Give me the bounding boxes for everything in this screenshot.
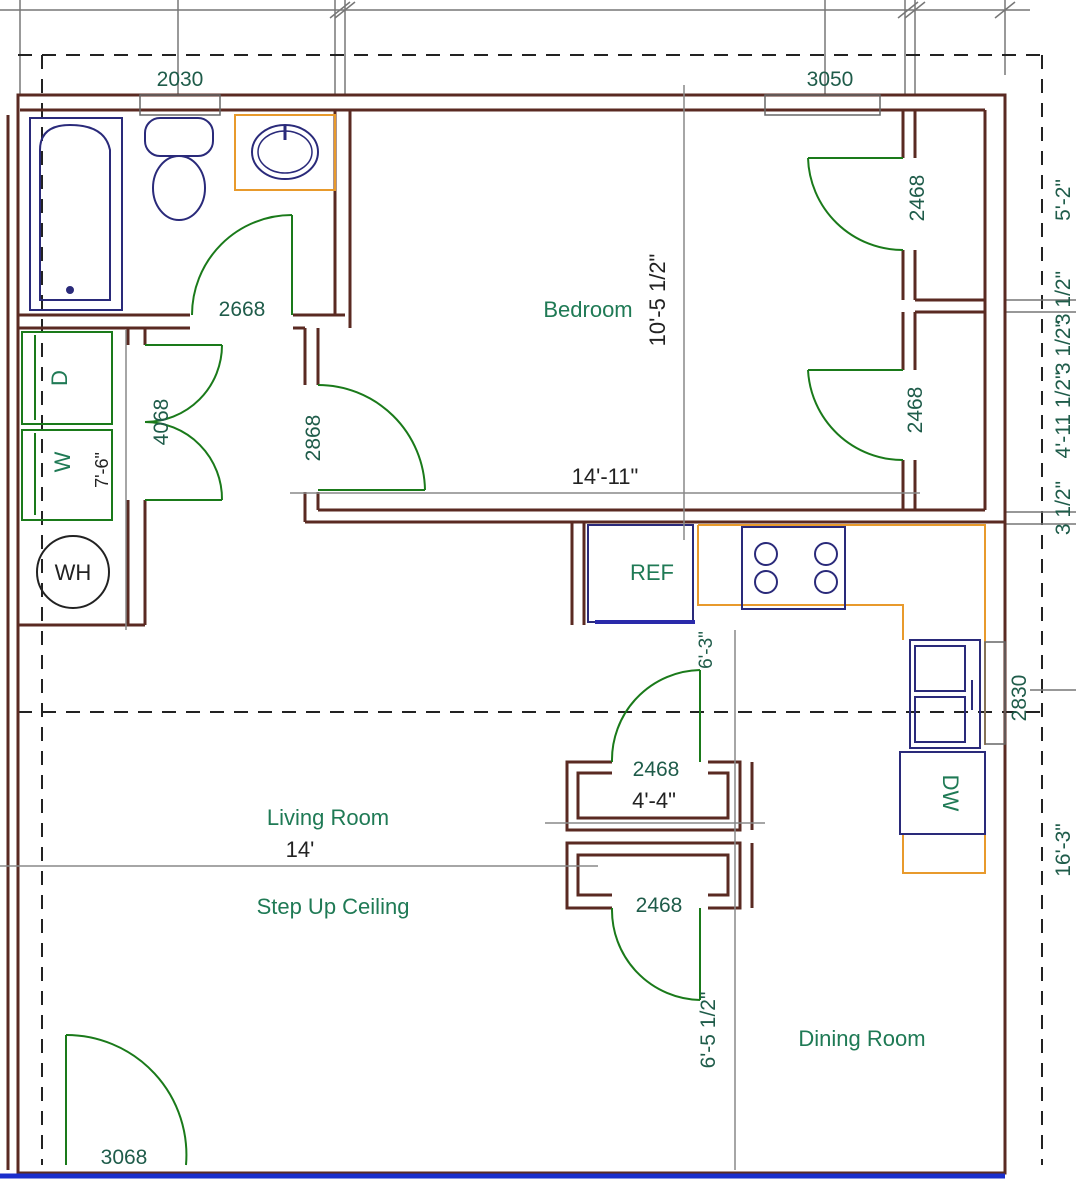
range-stove bbox=[741, 526, 846, 610]
right-dimension-3: 3 1/2" bbox=[1052, 320, 1075, 374]
kitchen-sink bbox=[909, 639, 981, 749]
washer bbox=[21, 429, 113, 521]
bedroom-height-dimension: 10'-5 1/2" bbox=[645, 254, 670, 347]
top-dimension-lines bbox=[0, 0, 1030, 95]
bathtub bbox=[29, 117, 123, 311]
washer-label: W bbox=[50, 451, 75, 472]
exterior-walls bbox=[6, 93, 1007, 1175]
right-dimension-4: 4'-11 1/2" bbox=[1052, 372, 1075, 459]
step-up-ceiling-label: Step Up Ceiling bbox=[257, 894, 410, 919]
laundry-door-label: 4068 bbox=[150, 399, 173, 446]
windows bbox=[139, 94, 1006, 745]
dashed-reference-lines bbox=[18, 54, 1043, 1165]
refrigerator-label: REF bbox=[630, 560, 674, 585]
dishwasher-label: DW bbox=[938, 775, 963, 812]
bath-door-label: 2668 bbox=[219, 298, 266, 321]
interior-dimension-lines bbox=[0, 85, 920, 1170]
closet-door-2-label: 2468 bbox=[904, 387, 927, 434]
laundry-walls bbox=[18, 328, 147, 627]
hall-closet-walls bbox=[565, 760, 754, 910]
closet-door-4-label: 2468 bbox=[636, 894, 683, 917]
closet-door-1-label: 2468 bbox=[906, 175, 929, 222]
right-dimension-1: 5'-2" bbox=[1052, 179, 1075, 221]
closet-width-dimension: 4'-4" bbox=[632, 788, 676, 813]
refrigerator bbox=[587, 524, 695, 624]
right-dimension-2: 3 1/2" bbox=[1052, 271, 1075, 325]
laundry-height-dimension: 7'-6" bbox=[92, 452, 112, 488]
water-heater bbox=[36, 535, 110, 609]
dining-room-label: Dining Room bbox=[798, 1026, 925, 1051]
window-top-right-label: 3050 bbox=[807, 68, 854, 91]
bathroom-sink bbox=[234, 114, 336, 191]
dishwasher bbox=[899, 751, 986, 835]
right-dimension-6: 16'-3" bbox=[1052, 823, 1075, 877]
water-heater-label: WH bbox=[55, 560, 92, 585]
dryer-label: D bbox=[47, 370, 72, 386]
window-top-left-label: 2030 bbox=[157, 68, 204, 91]
closet-door-3-label: 2468 bbox=[633, 758, 680, 781]
living-room-label: Living Room bbox=[267, 805, 389, 830]
dining-side-dimension: 6'-5 1/2" bbox=[697, 992, 720, 1069]
toilet bbox=[144, 117, 214, 221]
entry-door-label: 3068 bbox=[101, 1146, 148, 1169]
kitchen-window-label: 2830 bbox=[1008, 675, 1031, 722]
dryer bbox=[21, 331, 113, 425]
living-width-label: 14' bbox=[286, 837, 315, 862]
bedroom-walls bbox=[303, 110, 1005, 625]
doors bbox=[65, 157, 904, 1166]
right-dimension-5: 3 1/2" bbox=[1052, 481, 1075, 535]
right-dimension-lines bbox=[1005, 299, 1076, 691]
kitchen-side-dimension: 6'-3" bbox=[696, 631, 717, 669]
bedroom-door-label: 2868 bbox=[302, 415, 325, 462]
bedroom-width-dimension: 14'-11" bbox=[572, 464, 639, 489]
bedroom-label: Bedroom bbox=[543, 297, 632, 322]
